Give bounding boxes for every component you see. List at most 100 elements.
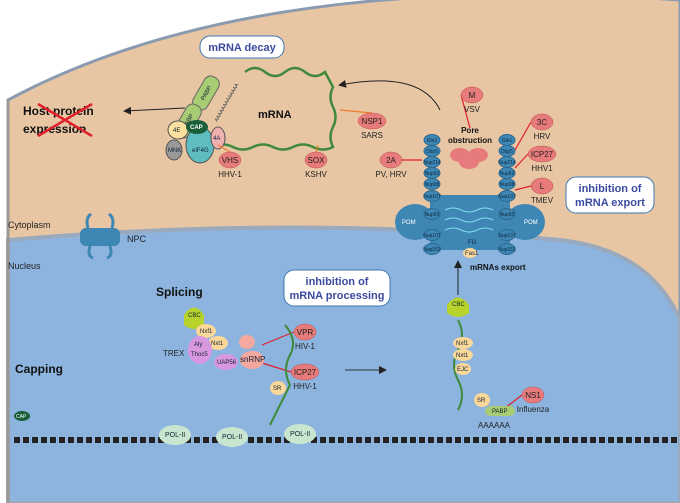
- svg-text:HHV-1: HHV-1: [293, 382, 317, 391]
- svg-text:POM: POM: [402, 220, 416, 226]
- nup-label: Nup153: [498, 247, 516, 253]
- svg-text:Influenza: Influenza: [517, 405, 550, 414]
- nup-label: Nup153: [423, 247, 441, 253]
- svg-text:EJC: EJC: [457, 367, 469, 373]
- svg-text:inhibition of: inhibition of: [306, 276, 369, 288]
- svg-text:Nxf1: Nxf1: [456, 341, 469, 347]
- svg-text:VHS: VHS: [222, 156, 238, 165]
- svg-text:HHV1: HHV1: [531, 164, 553, 173]
- nup-nup153: [498, 243, 516, 255]
- svg-text:eIF4G: eIF4G: [192, 148, 209, 154]
- svg-text:SR: SR: [477, 398, 486, 404]
- pol-ii: POL-II: [159, 425, 191, 445]
- mrnas-export-label: mRNAs export: [470, 263, 526, 272]
- mnk: MNK: [165, 139, 183, 161]
- svg-text:HRV: HRV: [534, 132, 551, 141]
- svg-text:Nxt1: Nxt1: [456, 353, 469, 359]
- nup-label: Nup62: [425, 171, 440, 177]
- svg-text:ICP27: ICP27: [294, 368, 317, 377]
- svg-text:Nxf1: Nxf1: [200, 329, 213, 335]
- nup-label: Nup214: [498, 160, 516, 166]
- svg-text:SOX: SOX: [308, 156, 326, 165]
- cytoplasm-label: Cytoplasm: [8, 220, 51, 230]
- svg-text:3C: 3C: [537, 118, 547, 127]
- nup-label: Nup107: [423, 194, 441, 200]
- pore-obstruction-label-2: obstruction: [448, 136, 492, 145]
- svg-text:TMEV: TMEV: [531, 196, 554, 205]
- nup-label: Nup93: [425, 212, 440, 218]
- svg-text:VPR: VPR: [297, 328, 314, 337]
- svg-text:VSV: VSV: [464, 105, 481, 114]
- nup-label: Gle1: [427, 138, 438, 144]
- svg-text:FG: FG: [468, 240, 477, 246]
- nup-label: Nup98: [425, 182, 440, 188]
- svg-text:PV, HRV: PV, HRV: [375, 170, 407, 179]
- nup-label: Nup107: [498, 194, 516, 200]
- svg-text:POL-II: POL-II: [290, 431, 310, 438]
- svg-text:Thoc5: Thoc5: [191, 352, 208, 358]
- nup-nup98: [423, 178, 441, 190]
- eif4e: 4E: [167, 120, 189, 140]
- svg-text:snRNP: snRNP: [240, 355, 265, 364]
- nucleus: [6, 225, 680, 503]
- nup-nup93: [423, 208, 441, 220]
- capping-label: Capping: [15, 362, 63, 376]
- svg-text:POL-II: POL-II: [165, 432, 185, 439]
- svg-text:SR: SR: [273, 386, 282, 392]
- viral-protein-3c: 3C HRV: [514, 113, 554, 151]
- svg-text:POM: POM: [524, 220, 538, 226]
- viral-protein-m: M VSV: [460, 86, 484, 129]
- mrna-decay-box: mRNA decay: [199, 35, 285, 59]
- svg-text:mRNA export: mRNA export: [575, 197, 645, 209]
- svg-text:mRNA decay: mRNA decay: [208, 42, 276, 54]
- svg-text:inhibition of: inhibition of: [579, 183, 642, 195]
- svg-text:Nxt1: Nxt1: [211, 341, 224, 347]
- pore-obstruction-label: Pore: [461, 126, 479, 135]
- eif4a: 4A: [210, 126, 226, 150]
- svg-text:CAP: CAP: [190, 125, 203, 131]
- svg-text:CBC: CBC: [188, 313, 201, 319]
- svg-text:ICP27: ICP27: [531, 150, 554, 159]
- splicing-mrna-strand: [269, 324, 295, 426]
- nup-nup93: [498, 208, 516, 220]
- svg-text:Fas1: Fas1: [465, 251, 479, 257]
- nup-nup107: [498, 229, 516, 241]
- host-protein-expression: Host protein expression: [23, 102, 94, 138]
- svg-text:4A: 4A: [213, 136, 220, 142]
- nup-label: Nup107: [423, 233, 441, 239]
- nup-label: Nup98: [500, 182, 515, 188]
- svg-text:KSHV: KSHV: [305, 170, 327, 179]
- viral-protein-sox: SOX KSHV: [304, 144, 328, 179]
- mrna-label: mRNA: [258, 109, 292, 121]
- pol-ii: POL-II: [216, 427, 248, 447]
- nup-nup98: [498, 178, 516, 190]
- free-cap: CAP: [14, 411, 30, 421]
- svg-text:CBC: CBC: [452, 302, 465, 308]
- svg-text:M: M: [469, 91, 476, 100]
- svg-text:4E: 4E: [173, 128, 180, 134]
- npc-small: [80, 212, 120, 260]
- svg-text:CAP: CAP: [16, 414, 27, 420]
- nup-label: Dbp5: [501, 149, 513, 155]
- svg-text:TREX: TREX: [163, 349, 185, 358]
- nup-nup153: [423, 243, 441, 255]
- nup-label: Nup62: [500, 171, 515, 177]
- nup-label: Gle1: [502, 138, 513, 144]
- svg-text:NS1: NS1: [525, 391, 541, 400]
- nup-label: Nup93: [500, 212, 515, 218]
- svg-text:HIV-1: HIV-1: [295, 342, 316, 351]
- arrow-to-host: [123, 106, 186, 115]
- inhibition-export-box: inhibition of mRNA export: [565, 176, 655, 214]
- svg-text:AAAAAA: AAAAAA: [478, 421, 511, 430]
- svg-text:UAP56: UAP56: [217, 360, 237, 366]
- svg-text:Aly: Aly: [194, 342, 202, 348]
- cap: CAP: [186, 120, 208, 134]
- svg-text:MNK: MNK: [168, 148, 181, 154]
